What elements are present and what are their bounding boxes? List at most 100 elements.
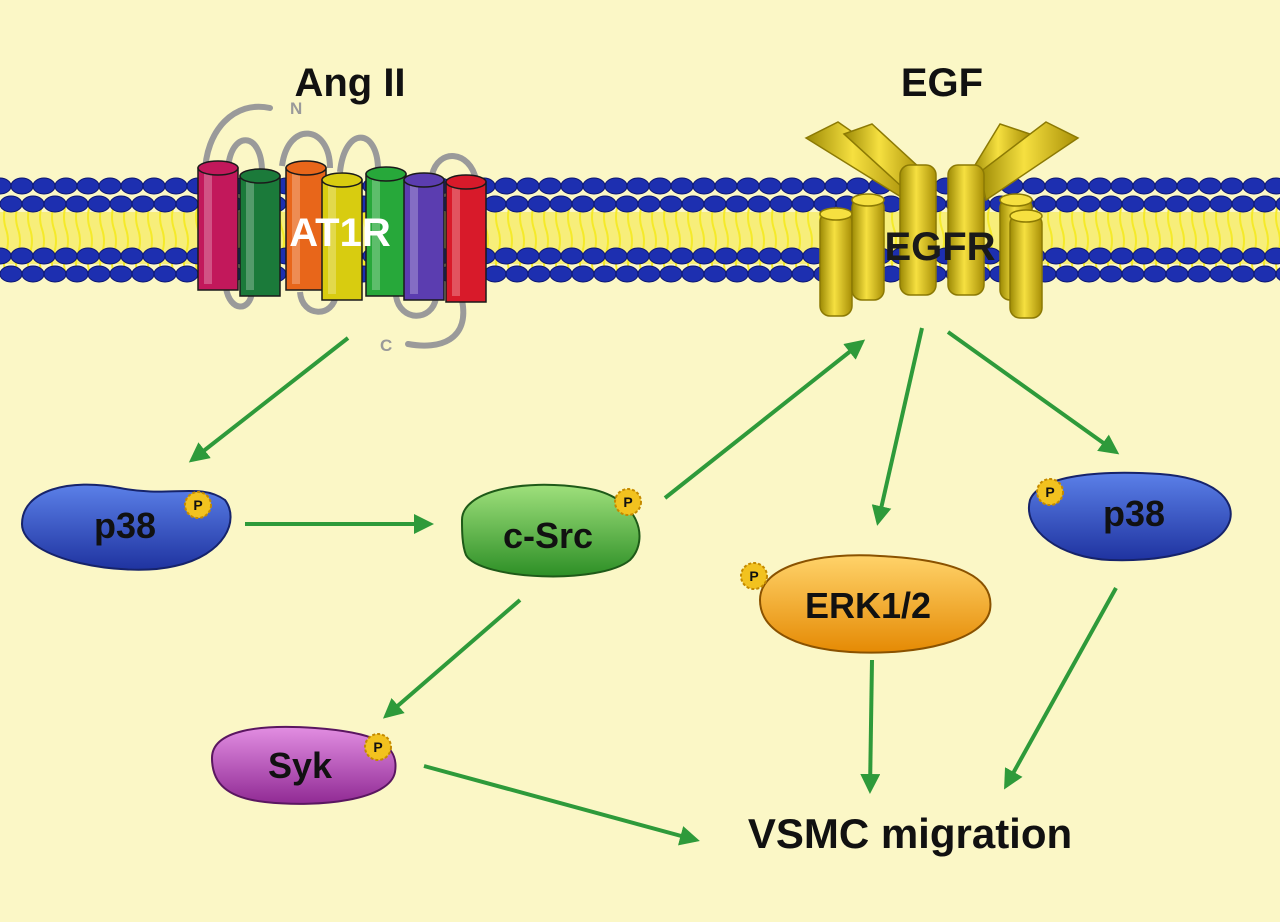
lipid-head — [659, 265, 683, 283]
lipid-head — [1209, 265, 1233, 283]
syk-node: Syk — [210, 725, 397, 805]
egfr-transmembrane-cylinders — [819, 193, 1043, 319]
egfr-stem — [947, 164, 985, 296]
at1r-n-label: N — [290, 99, 302, 118]
lipid-head — [593, 265, 617, 283]
p38-left-label: p38 — [94, 505, 156, 546]
at1r-n-terminus — [202, 103, 273, 178]
egfr-stem — [899, 164, 937, 296]
lipid-head — [65, 195, 89, 213]
at1r-helix-highlight — [246, 180, 254, 290]
at1r-helix-highlight — [328, 184, 336, 294]
lipid-tail — [51, 204, 57, 274]
egfr-label: EGFR — [884, 225, 995, 269]
lipid-head — [1055, 195, 1079, 213]
lipid-head — [1220, 247, 1244, 265]
at1r-receptor: N C AT1R — [197, 99, 487, 355]
lipid-head — [549, 195, 573, 213]
lipid-head — [43, 195, 67, 213]
lipid-head — [681, 195, 705, 213]
lipid-head — [1253, 265, 1277, 283]
lipid-tail — [1179, 204, 1185, 274]
lipid-head — [725, 265, 749, 283]
lipid-head — [824, 177, 848, 195]
lipid-head — [725, 195, 749, 213]
lipid-tail — [891, 204, 897, 274]
lipid-head — [1110, 247, 1134, 265]
lipid-head — [1055, 265, 1079, 283]
lipid-head — [1209, 195, 1233, 213]
lipid-head — [747, 195, 771, 213]
lipid-head — [1033, 195, 1057, 213]
at1r-intracellular-loop — [223, 287, 255, 310]
lipid-head — [109, 265, 133, 283]
lipid-head — [637, 195, 661, 213]
arrow-csrc-to-syk — [382, 598, 522, 719]
arrow-egfr-to-p38 — [946, 330, 1120, 455]
lipid-head — [769, 265, 793, 283]
syk-label: Syk — [268, 745, 333, 786]
lipid-head — [560, 177, 584, 195]
lipid-head — [582, 247, 606, 265]
egfr-cylinder — [819, 211, 853, 317]
lipid-head — [76, 247, 100, 265]
lipid-head — [714, 177, 738, 195]
lipid-head — [703, 195, 727, 213]
arrow-p38-to-migration — [1004, 587, 1118, 790]
lipid-head — [1121, 195, 1145, 213]
at1r-extracellular-loop — [429, 153, 479, 181]
lipid-head — [1176, 247, 1200, 265]
lipid-head — [142, 177, 166, 195]
at1r-helix-highlight — [410, 184, 418, 294]
lipid-head — [1143, 265, 1167, 283]
phospho-badge-p38-left: P — [184, 491, 212, 519]
phospho-badge-csrc: P — [614, 488, 642, 516]
erk-shape — [758, 554, 992, 654]
phospho-label: P — [193, 497, 202, 513]
lipid-head — [1264, 247, 1280, 265]
lipid-tail — [495, 204, 501, 274]
lipid-head — [1187, 265, 1211, 283]
lipid-tail — [75, 204, 81, 274]
lipid-head — [1165, 265, 1189, 283]
lipid-head — [98, 247, 122, 265]
lipid-head — [505, 195, 529, 213]
phospho-label: P — [1045, 484, 1054, 500]
egfr-cylinder-cap — [999, 193, 1033, 207]
lipid-head — [1187, 195, 1211, 213]
lipid-head — [1044, 247, 1068, 265]
phospho-label: P — [373, 739, 382, 755]
at1r-helix-highlight — [204, 172, 212, 284]
ligand-angii-label: Ang II — [294, 61, 405, 105]
arrow-egfr-to-erk — [871, 327, 924, 526]
lipid-head — [1066, 247, 1090, 265]
egfr-cylinder — [851, 197, 885, 301]
erk-label: ERK1/2 — [805, 585, 931, 626]
lipid-head — [175, 265, 199, 283]
lipid-tail — [1107, 204, 1113, 274]
lipid-tail — [123, 204, 129, 274]
lipid-head — [670, 177, 694, 195]
lipid-head — [98, 177, 122, 195]
at1r-helix-cap — [239, 168, 281, 184]
lipid-tail — [603, 204, 609, 274]
lipid-head — [637, 265, 661, 283]
lipid-head — [604, 177, 628, 195]
lipid-head — [1099, 195, 1123, 213]
at1r-c-terminus — [405, 297, 467, 349]
lipid-head — [846, 177, 870, 195]
at1r-helix-highlight — [452, 186, 460, 296]
phospho-icon — [614, 488, 642, 516]
lipid-head — [1176, 177, 1200, 195]
lipid-head — [692, 247, 716, 265]
lipid-head — [1143, 195, 1167, 213]
lipid-head — [604, 247, 628, 265]
lipid-tail — [1239, 204, 1245, 274]
lipid-head — [516, 247, 540, 265]
lipid-head — [76, 177, 100, 195]
lipid-head — [21, 195, 45, 213]
lipid-head — [483, 195, 507, 213]
lipid-head — [648, 177, 672, 195]
lipid-tail — [519, 204, 525, 274]
lipid-head — [780, 247, 804, 265]
